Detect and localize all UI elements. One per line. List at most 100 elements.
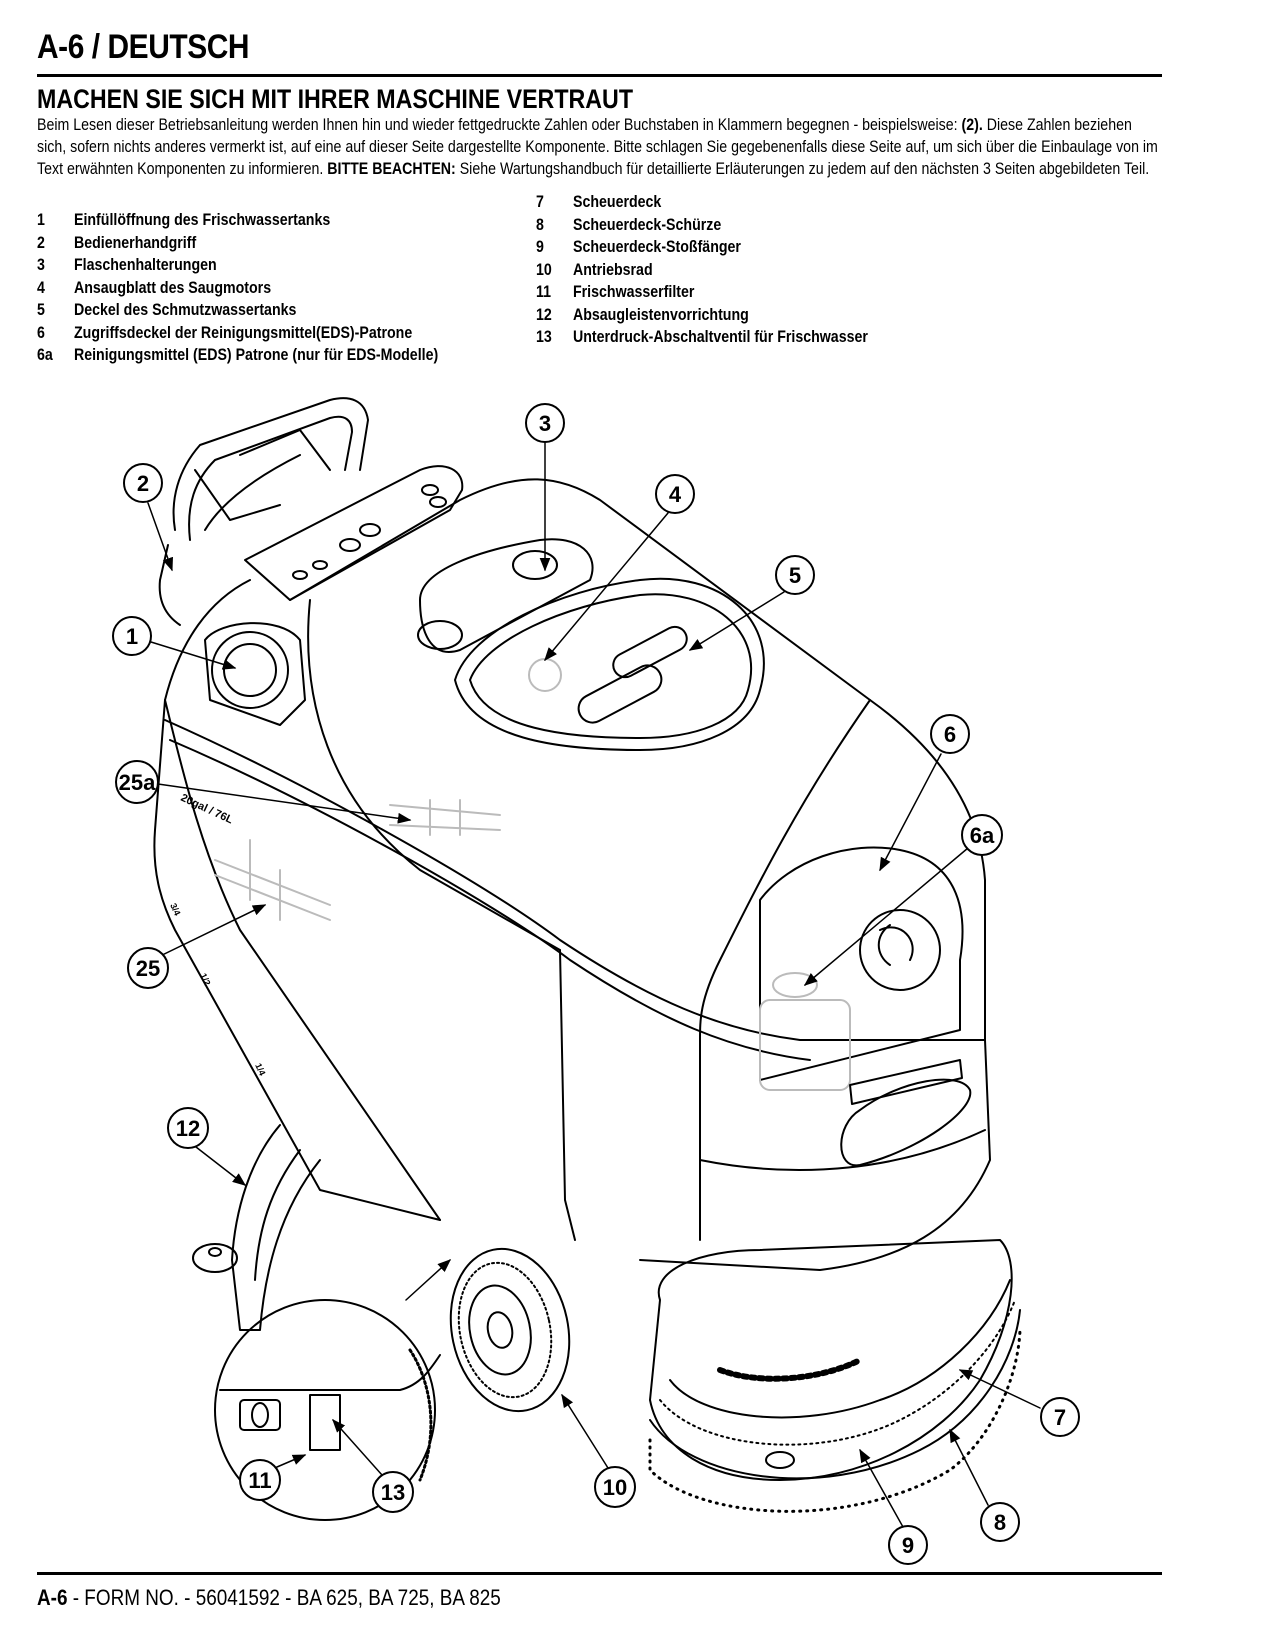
list-item: 2 Bedienerhandgriff — [37, 232, 438, 255]
part-label: Antriebsrad — [572, 260, 653, 279]
machine-body — [153, 478, 991, 1271]
part-label: Einfüllöffnung des Frischwassertanks — [73, 211, 331, 229]
svg-text:25: 25 — [136, 956, 160, 981]
callout-6a: 6a — [961, 814, 1003, 856]
eds-cover — [759, 846, 964, 1081]
part-number: 4 — [37, 278, 45, 297]
footer-divider — [37, 1572, 1162, 1575]
svg-text:5: 5 — [789, 563, 801, 588]
part-label: Zugriffsdeckel der Reinigungsmittel(EDS)… — [73, 323, 413, 342]
callout-8: 8 — [980, 1502, 1020, 1542]
part-label: Deckel des Schmutzwassertanks — [73, 301, 297, 319]
part-label: Ansaugblatt des Saugmotors — [73, 278, 272, 297]
gauge-mark-1-2: 1/2 — [198, 972, 212, 988]
callout-13: 13 — [372, 1471, 414, 1513]
callout-4: 4 — [655, 474, 695, 514]
part-number: 7 — [536, 193, 544, 211]
header-divider — [37, 74, 1162, 77]
part-label: Reinigungsmittel (EDS) Patrone (nur für … — [73, 346, 439, 364]
intro-example: (2). — [961, 116, 983, 134]
intro-paragraph: Beim Lesen dieser Betriebsanleitung werd… — [37, 114, 1164, 180]
intro-note-label: BITTE BEACHTEN: — [327, 160, 456, 178]
svg-text:13: 13 — [381, 1480, 405, 1505]
callout-10: 10 — [594, 1466, 636, 1508]
leader-lines — [147, 442, 1041, 1528]
part-label: Bedienerhandgriff — [73, 233, 197, 252]
svg-text:3: 3 — [539, 411, 551, 436]
part-label: Scheuerdeck — [572, 193, 662, 211]
part-label: Frischwasserfilter — [572, 283, 695, 301]
list-item: 13 Unterdruck-Abschaltventil für Frischwa… — [536, 326, 868, 349]
callout-6: 6 — [930, 714, 970, 754]
callout-2: 2 — [123, 463, 163, 503]
list-item: 7 Scheuerdeck — [536, 191, 868, 214]
tank-gauge: 20gal / 76L 3/4 1/2 1/4 — [168, 792, 267, 1077]
list-item: 8 Scheuerdeck-Schürze — [536, 214, 868, 237]
part-number: 2 — [37, 233, 45, 252]
list-item: 4 Ansaugblatt des Saugmotors — [37, 277, 438, 300]
part-label: Scheuerdeck-Stoßfänger — [572, 238, 741, 256]
intro-text-2: Diese Zahlen beziehen sich, sofern nicht… — [37, 116, 1158, 178]
list-item: 3 Flaschenhalterungen — [37, 254, 438, 277]
part-number: 5 — [37, 301, 45, 319]
callout-1: 1 — [112, 616, 152, 656]
svg-text:1: 1 — [126, 624, 138, 649]
gauge-mark-3-4: 3/4 — [168, 902, 182, 918]
hose-fittings — [214, 799, 501, 921]
bottle-holders — [417, 538, 594, 653]
intro-text-3: Siehe Wartungshandbuch für detaillierte … — [455, 160, 1150, 178]
part-label: Scheuerdeck-Schürze — [572, 215, 722, 234]
page-title: A-6 / DEUTSCH — [37, 28, 250, 66]
svg-text:2: 2 — [137, 471, 149, 496]
svg-text:4: 4 — [669, 482, 682, 507]
part-label: Flaschenhalterungen — [73, 256, 217, 274]
scrub-deck — [648, 1239, 1022, 1513]
svg-text:6: 6 — [944, 722, 956, 747]
list-item: 11 Frischwasserfilter — [536, 281, 868, 304]
section-title: MACHEN SIE SICH MIT IHRER MASCHINE VERTR… — [37, 84, 634, 114]
svg-text:25a: 25a — [119, 770, 156, 795]
recovery-tank-lid — [454, 577, 765, 751]
callout-12: 12 — [167, 1107, 209, 1149]
part-number: 6 — [37, 323, 45, 342]
parts-list-left: 1 Einfüllöffnung des Frischwassertanks 2 B… — [37, 209, 438, 367]
gauge-mark-1-4: 1/4 — [253, 1062, 267, 1078]
list-item: 6a Reinigungsmittel (EDS) Patrone (nur fü… — [37, 344, 438, 367]
list-item: 1 Einfüllöffnung des Frischwassertanks — [37, 209, 438, 232]
svg-text:11: 11 — [248, 1468, 271, 1493]
drive-wheel — [449, 1247, 571, 1413]
callout-25a: 25a — [115, 760, 159, 804]
part-number: 6a — [37, 346, 53, 364]
svg-text:9: 9 — [902, 1533, 914, 1558]
part-number: 12 — [536, 305, 552, 324]
callout-9: 9 — [888, 1525, 928, 1565]
body-latch — [849, 1059, 963, 1105]
callout-7: 7 — [1040, 1397, 1080, 1437]
callout-25: 25 — [127, 947, 169, 989]
footer-page-ref: A-6 — [37, 1585, 68, 1610]
gauge-capacity: 20gal / 76L — [179, 792, 235, 827]
list-item: 6 Zugriffsdeckel der Reinigungsmittel(EDS… — [37, 322, 438, 345]
part-label: Unterdruck-Abschaltventil für Frischwass… — [572, 328, 868, 346]
callout-5: 5 — [775, 555, 815, 595]
list-item: 5 Deckel des Schmutzwassertanks — [37, 299, 438, 322]
svg-text:12: 12 — [176, 1116, 200, 1141]
svg-text:8: 8 — [994, 1510, 1006, 1535]
svg-text:6a: 6a — [970, 823, 995, 848]
page-footer: A-6 - FORM NO. - 56041592 - BA 625, BA 7… — [37, 1585, 501, 1611]
control-panel — [244, 465, 464, 601]
svg-text:7: 7 — [1054, 1405, 1066, 1430]
fill-port — [204, 622, 306, 726]
part-number: 1 — [37, 211, 45, 229]
part-number: 13 — [536, 328, 552, 346]
part-number: 8 — [536, 215, 544, 234]
part-number: 11 — [536, 283, 552, 301]
part-number: 3 — [37, 256, 45, 274]
callout-3: 3 — [525, 403, 565, 443]
svg-text:10: 10 — [603, 1475, 627, 1500]
